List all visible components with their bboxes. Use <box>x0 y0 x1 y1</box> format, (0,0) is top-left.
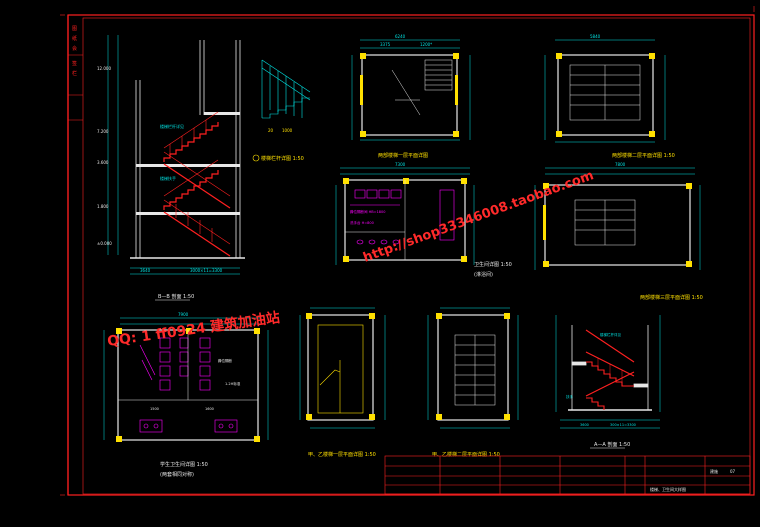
stair-plan-ground-title: 两部楼梯一层平面详图 <box>378 152 428 159</box>
svg-text:300×11=3300: 300×11=3300 <box>610 423 636 427</box>
svg-text:7800: 7800 <box>615 162 626 167</box>
svg-text:12.000: 12.000 <box>97 66 111 71</box>
svg-text:5840: 5840 <box>590 34 601 39</box>
stair-plan-top-drawing: 7800 两部楼梯三层平面详图 1:50 <box>534 162 703 301</box>
svg-text:1500: 1500 <box>150 407 159 411</box>
title-block <box>384 455 751 495</box>
svg-text:蹲位隔断: 蹲位隔断 <box>218 358 232 363</box>
railing-detail-title: 楼梯栏杆详图 1:50 <box>261 155 304 162</box>
toilet-plan-small-title: 卫生间详图 1:50 <box>474 261 512 268</box>
railing-detail-drawing: 20 1000 楼梯栏杆详图 1:50 <box>252 59 311 162</box>
svg-text:20: 20 <box>268 128 274 133</box>
svg-text:3000×11=3300: 3000×11=3300 <box>190 268 223 273</box>
svg-text:会: 会 <box>72 45 77 52</box>
svg-text:1.800: 1.800 <box>97 204 109 209</box>
svg-text:3.600: 3.600 <box>97 160 109 165</box>
stair-plan-b-drawing: 甲、乙楼梯二层平面详图 1:50 <box>427 307 519 458</box>
svg-text:3375: 3375 <box>380 42 391 47</box>
svg-text:±0.000: ±0.000 <box>97 241 112 246</box>
title-block-sheet-number: 07 <box>730 469 736 474</box>
stair-plan-a-drawing: 甲、乙楼梯一层平面详图 1:50 <box>299 307 386 458</box>
svg-text:纸: 纸 <box>72 35 77 42</box>
svg-text:6240: 6240 <box>395 34 406 39</box>
toilet-plan-small-drawing: 7300 蹲位隔断间 HB=1800 洗手台 H=800 卫生间详图 1:50 … <box>335 162 512 278</box>
svg-text:扶手: 扶手 <box>566 394 574 399</box>
stair-plan-b-title: 甲、乙楼梯二层平面详图 1:50 <box>432 451 500 458</box>
svg-text:1600: 1600 <box>205 407 214 411</box>
svg-text:蹲位隔断间 HB=1800: 蹲位隔断间 HB=1800 <box>350 209 386 214</box>
svg-text:1200*: 1200* <box>420 42 432 47</box>
svg-text:楼梯扶手: 楼梯扶手 <box>160 175 176 181</box>
title-block-drawing-name: 楼梯、卫生间大样图 <box>650 486 686 492</box>
svg-text:7.200: 7.200 <box>97 129 109 134</box>
svg-text:3640: 3640 <box>140 268 151 273</box>
toilet-plan-large-title: 学生卫生间详图 1:50 <box>160 461 208 468</box>
stair-plan-second-drawing: 5840 两部楼梯二层平面详图 1:50 <box>544 34 675 159</box>
svg-text:楼梯栏杆详见: 楼梯栏杆详见 <box>160 123 184 129</box>
stair-plan-second-title: 两部楼梯二层平面详图 1:50 <box>612 152 675 159</box>
section-bb-title: B—B 剖面 1:50 <box>158 293 194 300</box>
svg-text:楼梯栏杆详见: 楼梯栏杆详见 <box>600 332 621 337</box>
svg-text:7300: 7300 <box>395 162 406 167</box>
svg-text:栏: 栏 <box>72 70 77 77</box>
toilet-plan-large-note: (两套相同对称) <box>160 471 194 478</box>
svg-text:1.2H标准: 1.2H标准 <box>225 381 241 386</box>
svg-text:3600: 3600 <box>580 423 589 427</box>
svg-text:洗手台 H=800: 洗手台 H=800 <box>350 220 374 225</box>
toilet-plan-small-note: (淋浴间) <box>474 271 493 278</box>
svg-text:7900: 7900 <box>178 312 189 317</box>
svg-text:签: 签 <box>72 60 77 67</box>
section-aa-title: A—A 剖面 1:50 <box>594 441 630 448</box>
title-block-sheet-label: 建施 <box>710 468 718 474</box>
section-bb-drawing: 12.000 7.200 3.600 1.800 ±0.000 <box>97 35 245 301</box>
stair-plan-top-title: 两部楼梯三层平面详图 1:50 <box>640 294 703 301</box>
stair-plan-a-title: 甲、乙楼梯一层平面详图 1:50 <box>308 451 376 458</box>
binding-strip-text: 图纸会 签栏 <box>72 26 77 77</box>
svg-text:1000: 1000 <box>282 128 293 133</box>
stair-plan-ground-drawing: 6240 3375 1200* 两部楼梯一层平面详图 <box>351 34 471 159</box>
svg-text:图: 图 <box>72 26 77 32</box>
